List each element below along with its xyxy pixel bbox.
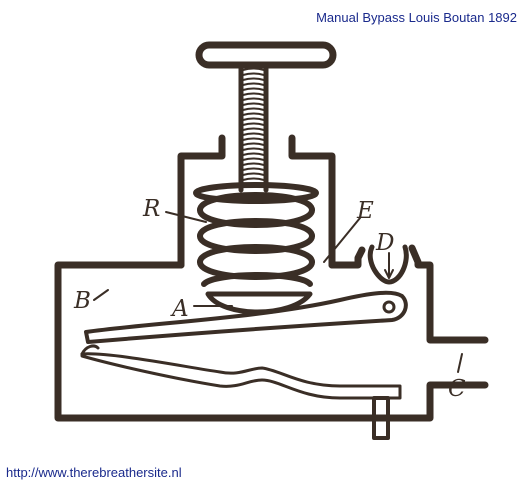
screw-thread — [242, 92, 265, 96]
screw-thread — [242, 157, 265, 161]
label-d: D — [375, 230, 394, 256]
screw-thread — [242, 72, 265, 76]
screw-thread — [242, 162, 265, 166]
screw-thread — [242, 82, 265, 86]
screw-thread — [242, 102, 265, 106]
bottom-pin — [372, 396, 390, 440]
screw-thread — [242, 177, 265, 181]
screw-thread — [242, 152, 265, 156]
screw-thread — [242, 137, 265, 141]
label-a: A — [170, 296, 189, 322]
leader-lines — [93, 211, 463, 373]
spring-housing — [177, 134, 336, 269]
valve-body — [54, 244, 489, 422]
spring-r — [193, 182, 319, 287]
screw-thread — [242, 127, 265, 131]
diagram-title: Manual Bypass Louis Boutan 1892 — [316, 10, 517, 25]
lever-arm — [84, 290, 408, 344]
source-url: http://www.therebreathersite.nl — [6, 465, 182, 480]
screw-thread — [242, 147, 265, 151]
screw-thread — [242, 132, 265, 136]
screw-thread — [242, 117, 265, 121]
screw-thread — [242, 112, 265, 116]
screw-shaft — [238, 63, 269, 193]
screw-thread — [242, 87, 265, 91]
lower-spring-plate — [80, 344, 402, 400]
label-c: C — [448, 376, 466, 402]
screw-thread — [242, 167, 265, 171]
screw-thread — [242, 107, 265, 111]
screw-thread — [242, 122, 265, 126]
screw-thread — [242, 172, 265, 176]
screw-thread — [242, 97, 265, 101]
label-e: E — [356, 198, 374, 224]
screw-thread — [242, 67, 265, 71]
label-b: B — [73, 288, 91, 314]
screw-thread — [242, 142, 265, 146]
knob — [195, 41, 337, 69]
inlet-d — [367, 244, 409, 285]
screw-thread — [242, 77, 265, 81]
label-r: R — [142, 196, 160, 222]
